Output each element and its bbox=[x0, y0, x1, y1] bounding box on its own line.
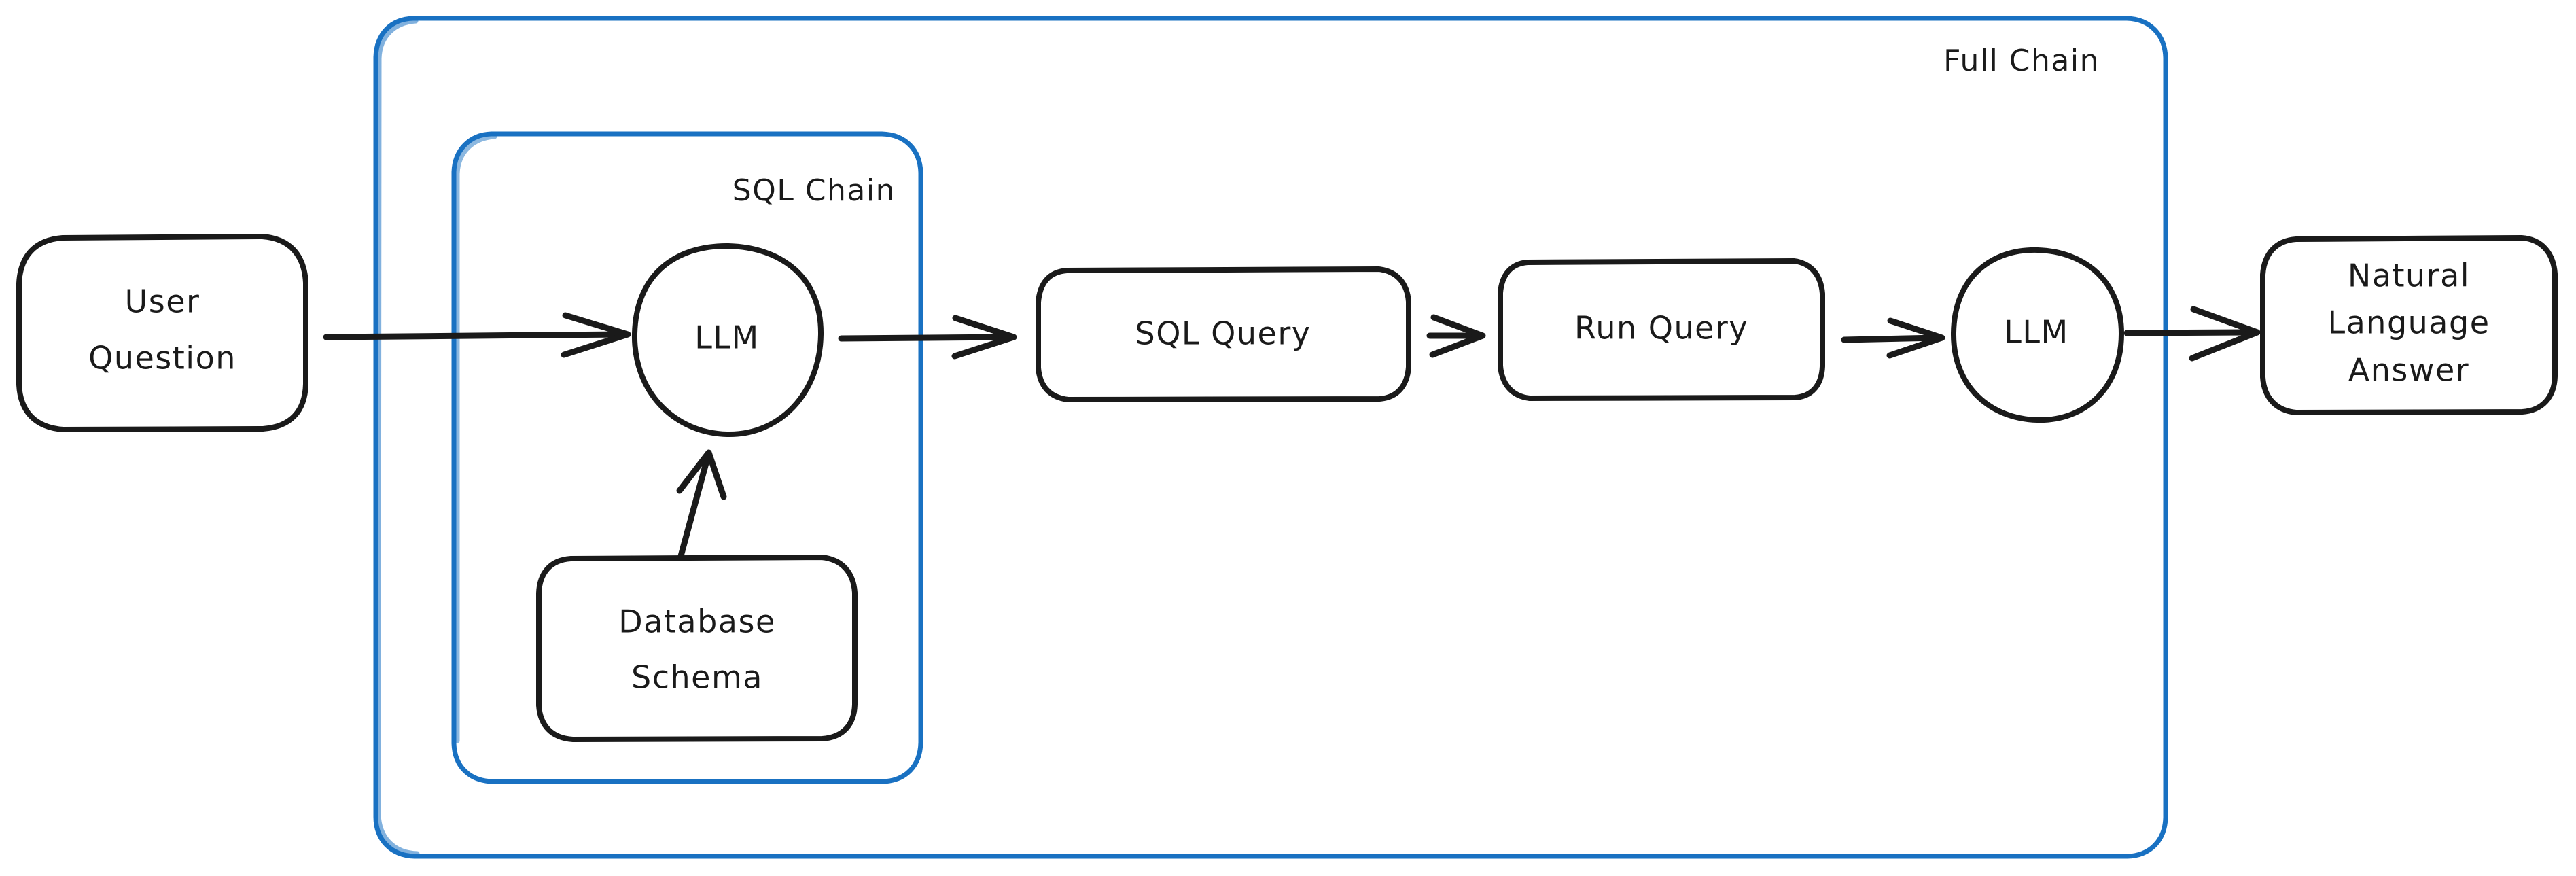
edge-arrowhead bbox=[2189, 306, 2261, 362]
natural-language-answer-label-line-3: Answer bbox=[2348, 352, 2469, 389]
edge-llm-to-sql-query bbox=[838, 315, 1017, 360]
sql-query-shape bbox=[1036, 266, 1411, 402]
edge-sql-query-to-run-query bbox=[1426, 314, 1486, 358]
group-label-full-chain: Full Chain bbox=[1943, 43, 2100, 78]
node-run-query[interactable]: Run Query bbox=[1498, 258, 1825, 401]
edge-llm-to-natural-language-answer bbox=[2123, 306, 2261, 362]
edge-line bbox=[838, 334, 1014, 342]
edge-arrowhead bbox=[1886, 317, 1945, 359]
full-chain-border bbox=[373, 16, 2168, 859]
user-question-label-line-1: User bbox=[125, 283, 200, 320]
run-query-label: Run Query bbox=[1574, 310, 1748, 347]
node-user-question[interactable]: User Question bbox=[16, 234, 308, 432]
llm-answer-label: LLM bbox=[2004, 314, 2068, 351]
node-database-schema[interactable]: Database Schema bbox=[536, 555, 858, 742]
user-question-shape bbox=[16, 234, 308, 432]
user-question-label-line-2: Question bbox=[88, 340, 236, 376]
edge-line bbox=[677, 457, 710, 559]
node-llm-sql[interactable]: LLM bbox=[631, 243, 824, 438]
sql-chain-border-sketch-overlay bbox=[455, 134, 497, 743]
group-full-chain[interactable]: Full Chain bbox=[373, 16, 2168, 859]
database-schema-label-line-1: Database bbox=[618, 603, 776, 640]
llm-sql-label: LLM bbox=[694, 319, 759, 356]
database-schema-label-line-2: Schema bbox=[631, 659, 763, 696]
edge-arrowhead bbox=[676, 449, 727, 500]
edge-database-schema-to-llm bbox=[676, 449, 727, 559]
edge-arrowhead bbox=[561, 312, 631, 358]
group-sql-chain[interactable]: SQL Chain bbox=[451, 131, 923, 784]
edge-run-query-to-llm bbox=[1841, 317, 1945, 359]
edge-arrowhead bbox=[951, 315, 1017, 360]
edge-line bbox=[2123, 329, 2254, 336]
node-natural-language-answer[interactable]: Natural Language Answer bbox=[2260, 235, 2558, 415]
edge-user-question-to-llm bbox=[323, 312, 631, 358]
full-chain-border-sketch-overlay bbox=[376, 18, 420, 856]
edge-line bbox=[1841, 334, 1941, 343]
edge-line bbox=[323, 331, 627, 340]
database-schema-shape bbox=[536, 555, 858, 742]
run-query-shape bbox=[1498, 258, 1825, 401]
natural-language-answer-label-line-2: Language bbox=[2327, 304, 2490, 341]
llm-sql-shape bbox=[631, 243, 824, 438]
group-label-sql-chain: SQL Chain bbox=[733, 173, 896, 208]
sql-query-label: SQL Query bbox=[1135, 315, 1311, 352]
node-sql-query[interactable]: SQL Query bbox=[1036, 266, 1411, 402]
node-llm-answer[interactable]: LLM bbox=[1950, 247, 2124, 423]
natural-language-answer-shape bbox=[2260, 235, 2558, 415]
sql-chain-border bbox=[451, 131, 923, 784]
edge-arrowhead bbox=[1429, 314, 1486, 358]
natural-language-answer-label-line-1: Natural bbox=[2348, 258, 2470, 294]
llm-answer-shape bbox=[1950, 247, 2124, 423]
